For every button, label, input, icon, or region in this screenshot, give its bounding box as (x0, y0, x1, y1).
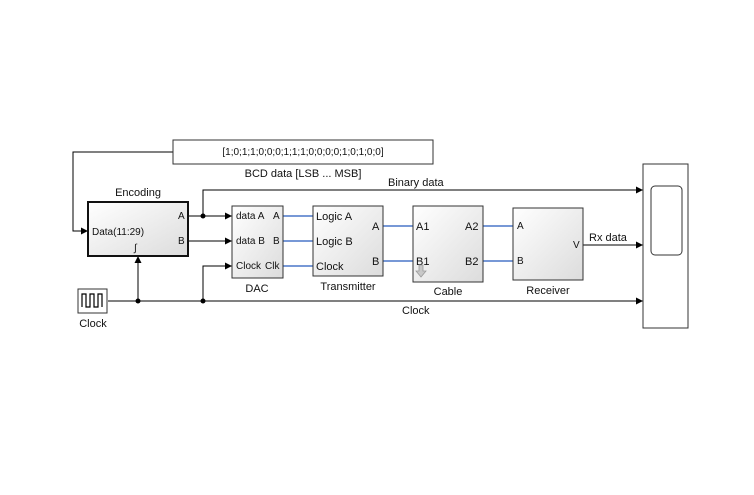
cable-port-a1: A1 (416, 221, 429, 233)
dac-name: DAC (245, 283, 268, 295)
dac-out-b: B (273, 236, 280, 247)
dac-in-clock: Clock (236, 261, 262, 272)
encoding-input-port: Data(11:29) (92, 227, 144, 238)
dac-in-a: data A (236, 211, 265, 222)
dac-block[interactable]: data A data B Clock A B Clk (231, 205, 284, 279)
transmitter-in-clock: Clock (316, 261, 344, 273)
scope-block[interactable] (642, 163, 689, 329)
signal-label-rx-data: Rx data (589, 232, 628, 244)
transmitter-name: Transmitter (320, 281, 376, 293)
transmitter-in-b: Logic B (316, 236, 353, 248)
receiver-in-b: B (517, 256, 524, 267)
trigger-icon: ∫ (133, 243, 138, 254)
wire-clock-to-dac[interactable] (202, 262, 232, 301)
arrow-down-icon (415, 264, 427, 278)
transmitter-in-a: Logic A (316, 211, 353, 223)
transmitter-out-b: B (372, 256, 379, 268)
signal-label-binary-data: Binary data (388, 177, 445, 189)
dac-out-clk: Clk (265, 261, 280, 272)
wire-bcd-to-encoding[interactable] (72, 151, 173, 235)
clock-block-name: Clock (79, 318, 107, 330)
bcd-constant-block[interactable]: [1;0;1;1;0;0;0;1;1;1;0;0;0;0;1;0;1;0;0] (172, 139, 434, 165)
scope-screen-icon (650, 185, 683, 256)
receiver-in-a: A (517, 221, 524, 232)
dac-in-b: data B (236, 236, 265, 247)
encoding-title: Encoding (115, 187, 161, 199)
encoding-block[interactable]: Data(11:29) A B ∫ (87, 201, 189, 257)
receiver-out-v: V (573, 240, 580, 251)
receiver-block[interactable]: A B V (512, 207, 584, 281)
wire-binary-data[interactable] (202, 186, 643, 216)
cable-name: Cable (434, 286, 463, 298)
transmitter-block[interactable]: Logic A Logic B Clock A B (312, 205, 384, 277)
receiver-name: Receiver (526, 285, 570, 297)
cable-port-b2: B2 (465, 256, 478, 268)
signal-label-clock: Clock (402, 305, 430, 317)
constant-caption: BCD data [LSB ... MSB] (245, 168, 362, 180)
constant-value: [1;0;1;1;0;0;0;1;1;1;0;0;0;0;1;0;1;0;0] (222, 147, 383, 158)
encoding-out-b: B (178, 236, 185, 247)
pulse-wave-icon (81, 293, 103, 308)
clock-block[interactable] (77, 288, 108, 314)
transmitter-out-a: A (372, 221, 380, 233)
dac-out-a: A (273, 211, 280, 222)
cable-block[interactable]: A1 B1 A2 B2 (412, 205, 484, 283)
cable-port-a2: A2 (465, 221, 478, 233)
encoding-out-a: A (178, 211, 185, 222)
